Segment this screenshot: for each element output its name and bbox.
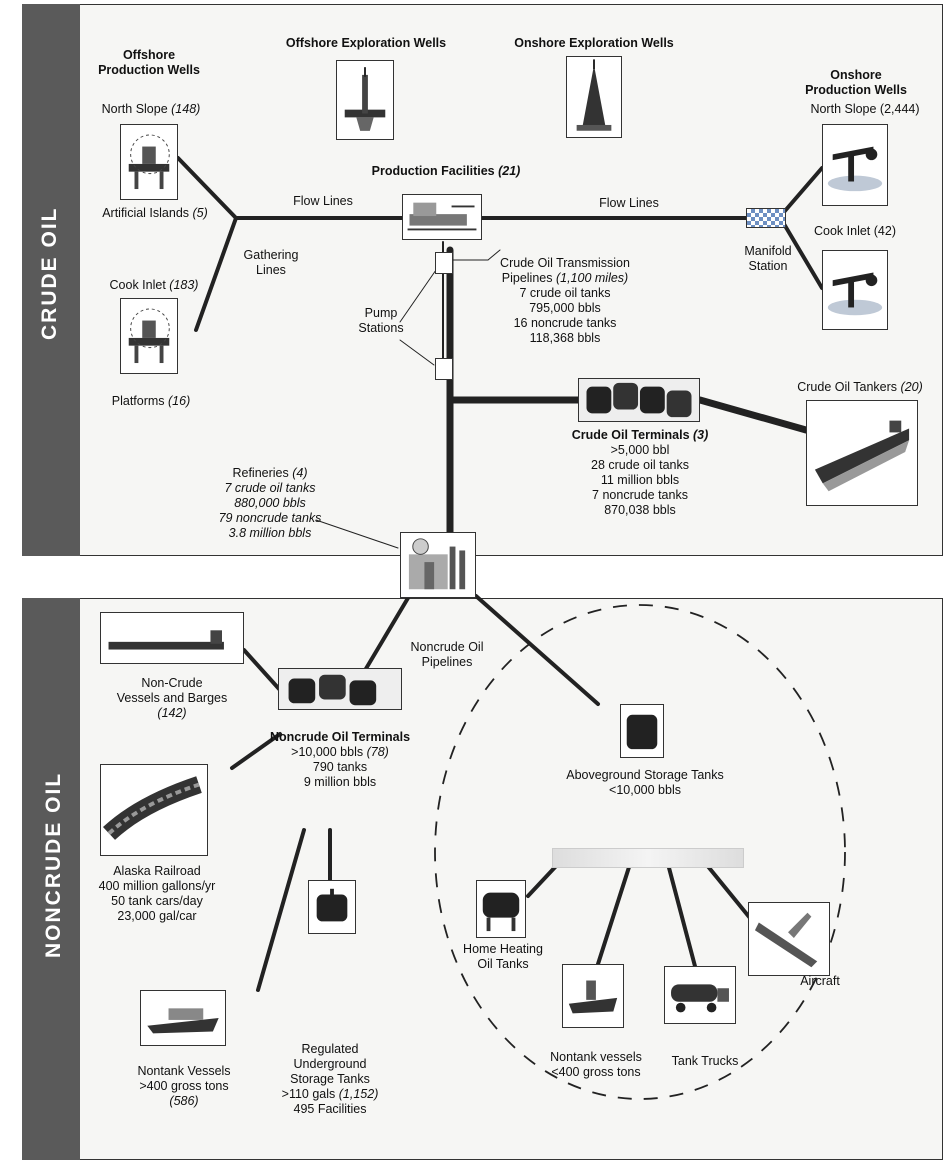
aboveground-storage-tank-icon [620, 704, 664, 758]
north-slope-onshore-icon [822, 124, 888, 206]
noncrude-oil-terminals-label: Noncrude Oil Terminals >10,000 bbls (78)… [269, 730, 411, 789]
noncrude-vessels-barges-icon [100, 612, 244, 664]
regulated-ust-icon [308, 880, 356, 934]
cook-inlet-onshore-icon [822, 250, 888, 330]
nontank-vessels-small-icon [562, 964, 624, 1028]
north-slope-offshore-label: North Slope (148) [101, 102, 201, 116]
line-cook-inlet-offshore [194, 216, 238, 332]
pump-station-top-icon [435, 252, 453, 274]
cook-inlet-offshore-icon [120, 298, 178, 374]
nontank-vessels-large-label: Nontank Vessels >400 gross tons (586) [137, 1064, 231, 1108]
manifold-station-icon [746, 208, 786, 228]
flow-lines-left-label: Flow Lines [293, 194, 353, 208]
crude-oil-terminals-icon [578, 378, 700, 422]
crude-oil-sidebar [22, 4, 80, 556]
aboveground-storage-tanks-label: Aboveground Storage Tanks<10,000 bbls [566, 768, 724, 797]
line-refinery-terminal [362, 596, 410, 674]
flow-lines-right-label: Flow Lines [599, 196, 659, 210]
refinery-icon [400, 532, 476, 598]
platforms-label: Platforms (16) [111, 394, 191, 408]
line-north-slope-offshore [176, 156, 238, 220]
production-facilities-label: Production Facilities (21) [371, 164, 521, 178]
line-manifold-cook [782, 222, 824, 290]
noncrude-oil-sidebar [22, 598, 80, 1160]
crude-oil-transmission-label: Crude Oil Transmission Pipelines (1,100 … [500, 256, 630, 345]
offshore-exploration-icon [336, 60, 394, 140]
noncrude-oil-terminals-icon [278, 668, 402, 710]
regulated-ust-label: Regulated Underground Storage Tanks >110… [281, 1042, 379, 1116]
artificial-islands-label: Artificial Islands (5) [102, 206, 208, 220]
refineries-label: Refineries (4) 7 crude oil tanks 880,000… [218, 466, 322, 540]
aircraft-icon [748, 902, 830, 976]
alaska-railroad-label: Alaska Railroad 400 million gallons/yr 5… [98, 864, 216, 923]
aircraft-label: Aircraft [800, 974, 840, 988]
crude-oil-tankers-icon [806, 400, 918, 506]
aboveground-blurred-band [552, 848, 744, 868]
crude-oil-tankers-label: Crude Oil Tankers (20) [797, 380, 923, 394]
onshore-exploration-wells-label: Onshore Exploration Wells [514, 36, 674, 50]
line-tankers [696, 396, 810, 434]
north-slope-offshore-icon [120, 124, 178, 200]
onshore-exploration-icon [566, 56, 622, 138]
dashed-boundary [434, 604, 846, 1100]
cook-inlet-offshore-label: Cook Inlet (183) [109, 278, 199, 292]
offshore-exploration-wells-label: Offshore Exploration Wells [285, 36, 447, 50]
alaska-railroad-icon [100, 764, 208, 856]
pump-station-bottom-icon [435, 358, 453, 380]
noncrude-vessels-barges-label: Non-Crude Vessels and Barges (142) [116, 676, 228, 720]
crude-oil-terminals-label: Crude Oil Terminals (3) >5,000 bbl 28 cr… [571, 428, 709, 517]
home-heating-oil-tank-icon [476, 880, 526, 938]
tank-trucks-icon [664, 966, 736, 1024]
line-refinery-aboveground [474, 594, 600, 706]
line-manifold-north [782, 166, 824, 214]
crude-oil-panel [22, 4, 943, 556]
cook-inlet-onshore-label: Cook Inlet (42) [814, 224, 896, 238]
nontank-vessels-large-icon [140, 990, 226, 1046]
tank-trucks-label: Tank Trucks [671, 1054, 739, 1068]
north-slope-onshore-label: North Slope (2,444) [810, 102, 920, 116]
nontank-vessels-small-label: Nontank vessels<400 gross tons [550, 1050, 642, 1079]
production-facilities-icon [402, 194, 482, 240]
